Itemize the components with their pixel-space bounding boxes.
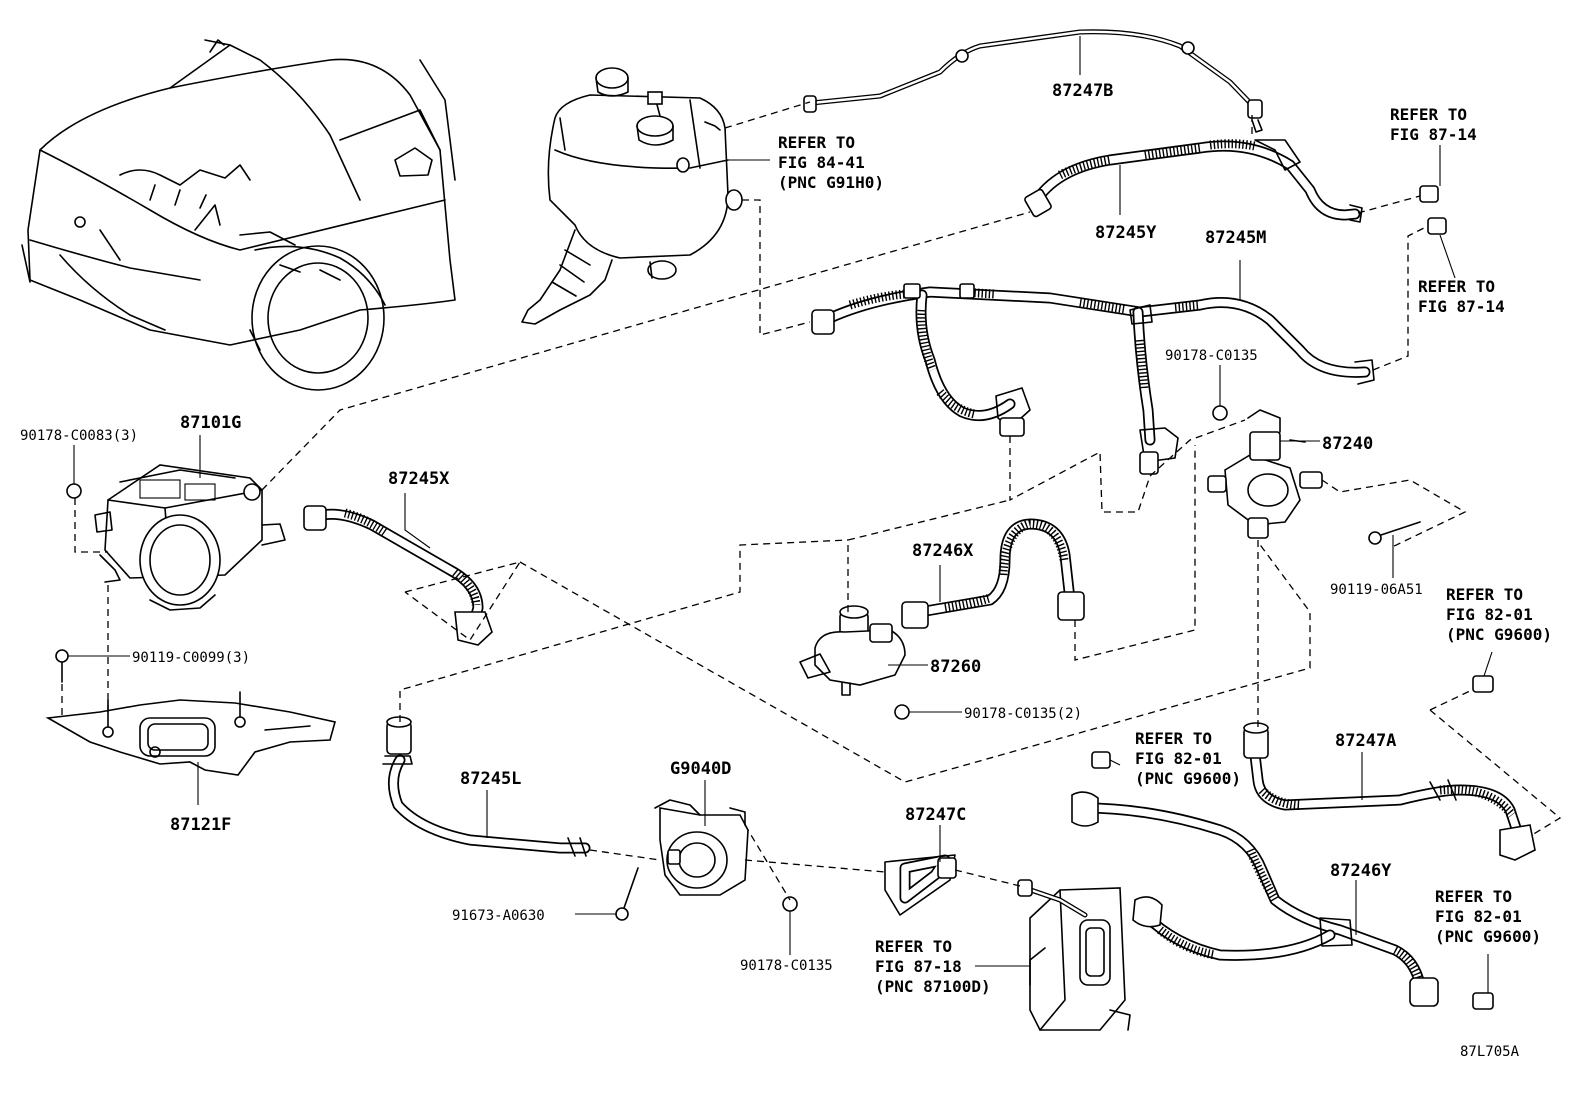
ref-fig-82-01-b-line1: REFER TO [1135,729,1212,748]
label-87245L: 87245L [460,769,521,789]
label-87245X: 87245X [388,469,450,489]
ref-fig-87-14-b-line1: REFER TO [1418,277,1495,296]
label-87240: 87240 [1322,434,1373,454]
label-87121F: 87121F [170,815,231,835]
nut-90178-C0135-2 [894,704,910,720]
vehicle-front-illustration [21,39,456,391]
hose-87246Y [1071,791,1439,1007]
label-90178-C0135-b: 90178-C0135 [740,958,833,974]
ref-fig-82-01-b-line2: FIG 82-01 [1135,749,1222,768]
ref-fig-82-01-c-line1: REFER TO [1435,887,1512,906]
connector-ref-82-01-a [1472,675,1494,693]
hose-87245M [811,283,1375,475]
pipe-87247B [803,29,1263,133]
label-87247A: 87247A [1335,731,1396,751]
connector-ref-82-01-c [1472,992,1494,1010]
bracket-87121F [45,691,336,776]
ref-fig-84-41-line2: FIG 84-41 [778,153,865,172]
reference-labels: REFER TO FIG 84-41 (PNC G91H0) REFER TO … [778,105,1552,1060]
hose-87245L [382,716,591,857]
component-87100D [1017,879,1131,1031]
hose-87247A [1243,722,1536,861]
ref-fig-87-18-line3: (PNC 87100D) [875,977,991,996]
ref-fig-82-01-b-line3: (PNC G9600) [1135,769,1241,788]
water-valve-87240 [1207,409,1323,539]
ref-fig-87-14-a-line2: FIG 87-14 [1390,125,1477,144]
pipe-87247C [884,854,957,916]
bolt-91673-A0630 [615,907,629,921]
coolant-reservoir [521,67,743,325]
bolt-90119-06A51 [1368,531,1382,545]
label-87246X: 87246X [912,541,974,561]
clip-90178-C0135-a [1212,405,1228,421]
label-87245M: 87245M [1205,228,1266,248]
label-87247B: 87247B [1052,81,1113,101]
ref-fig-82-01-a-line2: FIG 82-01 [1446,605,1533,624]
ref-fig-82-01-c-line2: FIG 82-01 [1435,907,1522,926]
nut-90178-C0083 [66,483,82,499]
ref-fig-82-01-a-line3: (PNC G9600) [1446,625,1552,644]
label-90119-C0099: 90119-C0099(3) [132,650,250,666]
pump-assembly-87101G [94,464,286,611]
leader-lines [68,36,1493,993]
label-87101G: 87101G [180,413,241,433]
hose-87245X [303,505,493,646]
part-number-labels: 87247B 87245Y 87245M 87101G 87245X 87240… [20,81,1423,974]
ref-fig-87-18-line1: REFER TO [875,937,952,956]
ref-fig-87-14-a-line1: REFER TO [1390,105,1467,124]
label-87245Y: 87245Y [1095,223,1157,243]
pump-G9040D [654,799,749,896]
hose-87245Y [1024,139,1363,223]
connector-ref-82-01-b [1091,751,1111,769]
ref-fig-84-41-line1: REFER TO [778,133,855,152]
figure-code: 87L705A [1460,1044,1520,1060]
label-90178-C0135-a: 90178-C0135 [1165,348,1258,364]
label-90178-C0135-2: 90178-C0135(2) [964,706,1082,722]
label-90178-C0083: 90178-C0083(3) [20,428,138,444]
ref-fig-82-01-c-line3: (PNC G9600) [1435,927,1541,946]
connector-ref-87-14-a [1419,185,1439,203]
fittings [55,185,1494,1010]
label-G9040D: G9040D [670,759,731,779]
label-91673-A0630: 91673-A0630 [452,908,545,924]
label-87260: 87260 [930,657,981,677]
label-87246Y: 87246Y [1330,861,1392,881]
connector-ref-87-14-b [1427,217,1447,235]
hose-87246X [901,518,1085,629]
ref-fig-87-14-b-line2: FIG 87-14 [1418,297,1505,316]
ref-fig-84-41-line3: (PNC G91H0) [778,173,884,192]
bolt-90119-C0099 [55,649,69,663]
label-90119-06A51: 90119-06A51 [1330,582,1423,598]
ref-fig-87-18-line2: FIG 87-18 [875,957,962,976]
water-pump-87260 [799,605,906,696]
label-87247C: 87247C [905,805,966,825]
ref-fig-82-01-a-line1: REFER TO [1446,585,1523,604]
connection-lines [61,101,1562,901]
